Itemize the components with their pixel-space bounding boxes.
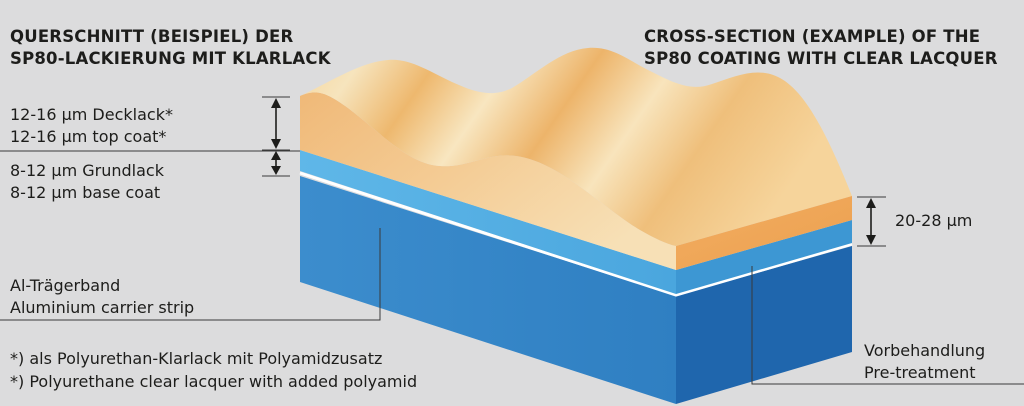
base-coat-label-en: 8-12 µm base coat [10, 183, 161, 202]
pretreatment-label-en: Pre-treatment [864, 363, 976, 382]
aluminium-carrier-layer [300, 176, 852, 404]
pretreatment-line [299, 171, 853, 297]
title-english-line-2: SP80 COATING WITH CLEAR LACQUER [644, 49, 998, 68]
title-german-line-2: SP80-LACKIERUNG MIT KLARLACK [10, 49, 331, 68]
clear-lacquer-left-face [300, 92, 676, 270]
clear-lacquer-top-surface [300, 47, 852, 246]
dimension-arrows [271, 98, 876, 245]
base-coat-label-de: 8-12 µm Grundlack [10, 161, 164, 180]
base-coat-layer [300, 150, 852, 294]
clear-lacquer-right-face [676, 196, 852, 270]
total-thickness-label: 20-28 µm [895, 211, 973, 230]
leader-lines [0, 96, 1024, 385]
title-english-line-1: CROSS-SECTION (EXAMPLE) OF THE [644, 27, 981, 46]
footnote-de: *) als Polyurethan-Klarlack mit Polyamid… [10, 349, 383, 368]
top-coat-label-en: 12-16 µm top coat* [10, 127, 167, 146]
footnote-en: *) Polyurethane clear lacquer with added… [10, 372, 418, 391]
carrier-label-de: Al-Trägerband [10, 276, 121, 295]
title-german-line-1: QUERSCHNITT (BEISPIEL) DER [10, 27, 294, 46]
top-coat-label-de: 12-16 µm Decklack* [10, 105, 173, 124]
carrier-label-en: Aluminium carrier strip [10, 298, 195, 317]
pretreatment-label-de: Vorbehandlung [864, 341, 986, 360]
